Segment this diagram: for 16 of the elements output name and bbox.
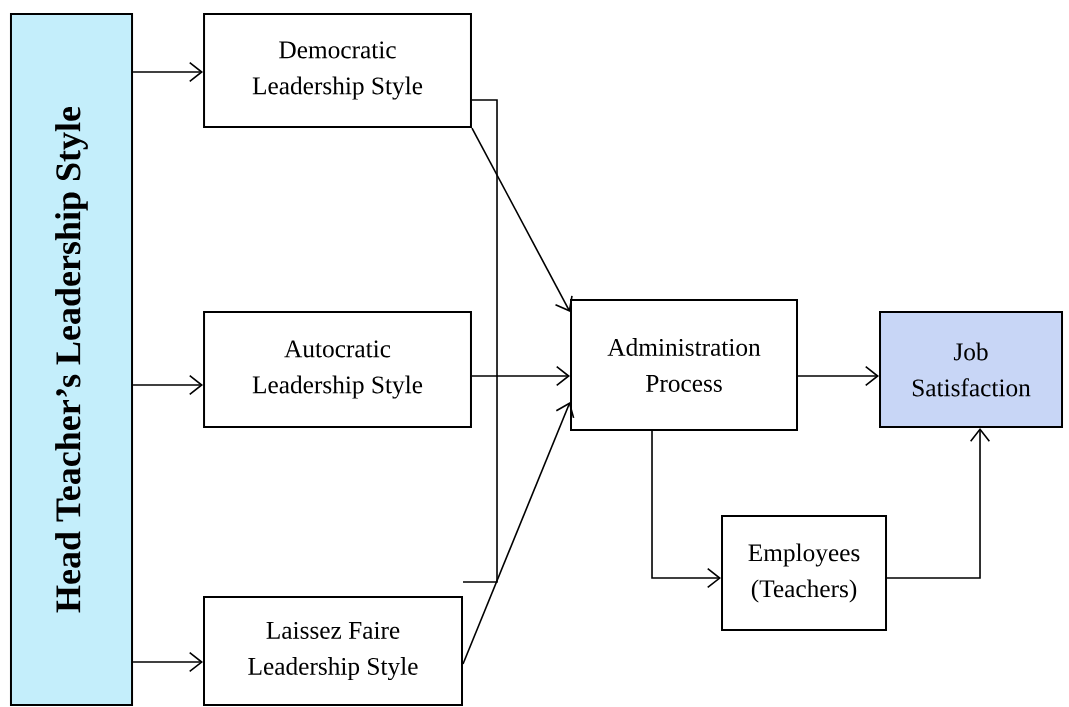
arrow [471,365,570,387]
category-bar: Head Teacher’s Leadership Style [9,13,134,706]
arrow [132,61,204,83]
arrow [651,430,721,589]
arrow [886,427,991,579]
arrow [462,402,575,665]
arrow [471,127,573,312]
process-box: Administration Process [570,299,798,431]
process-box: Autocratic Leadership Style [203,311,472,428]
arrow [132,374,204,396]
arrow [132,651,203,673]
arrow [797,365,879,387]
process-box: Employees (Teachers) [721,515,887,631]
process-box: Democratic Leadership Style [203,12,472,129]
process-box: Laissez Faire Leadership Style [203,596,463,706]
outcome-box: Job Satisfaction [879,311,1063,428]
